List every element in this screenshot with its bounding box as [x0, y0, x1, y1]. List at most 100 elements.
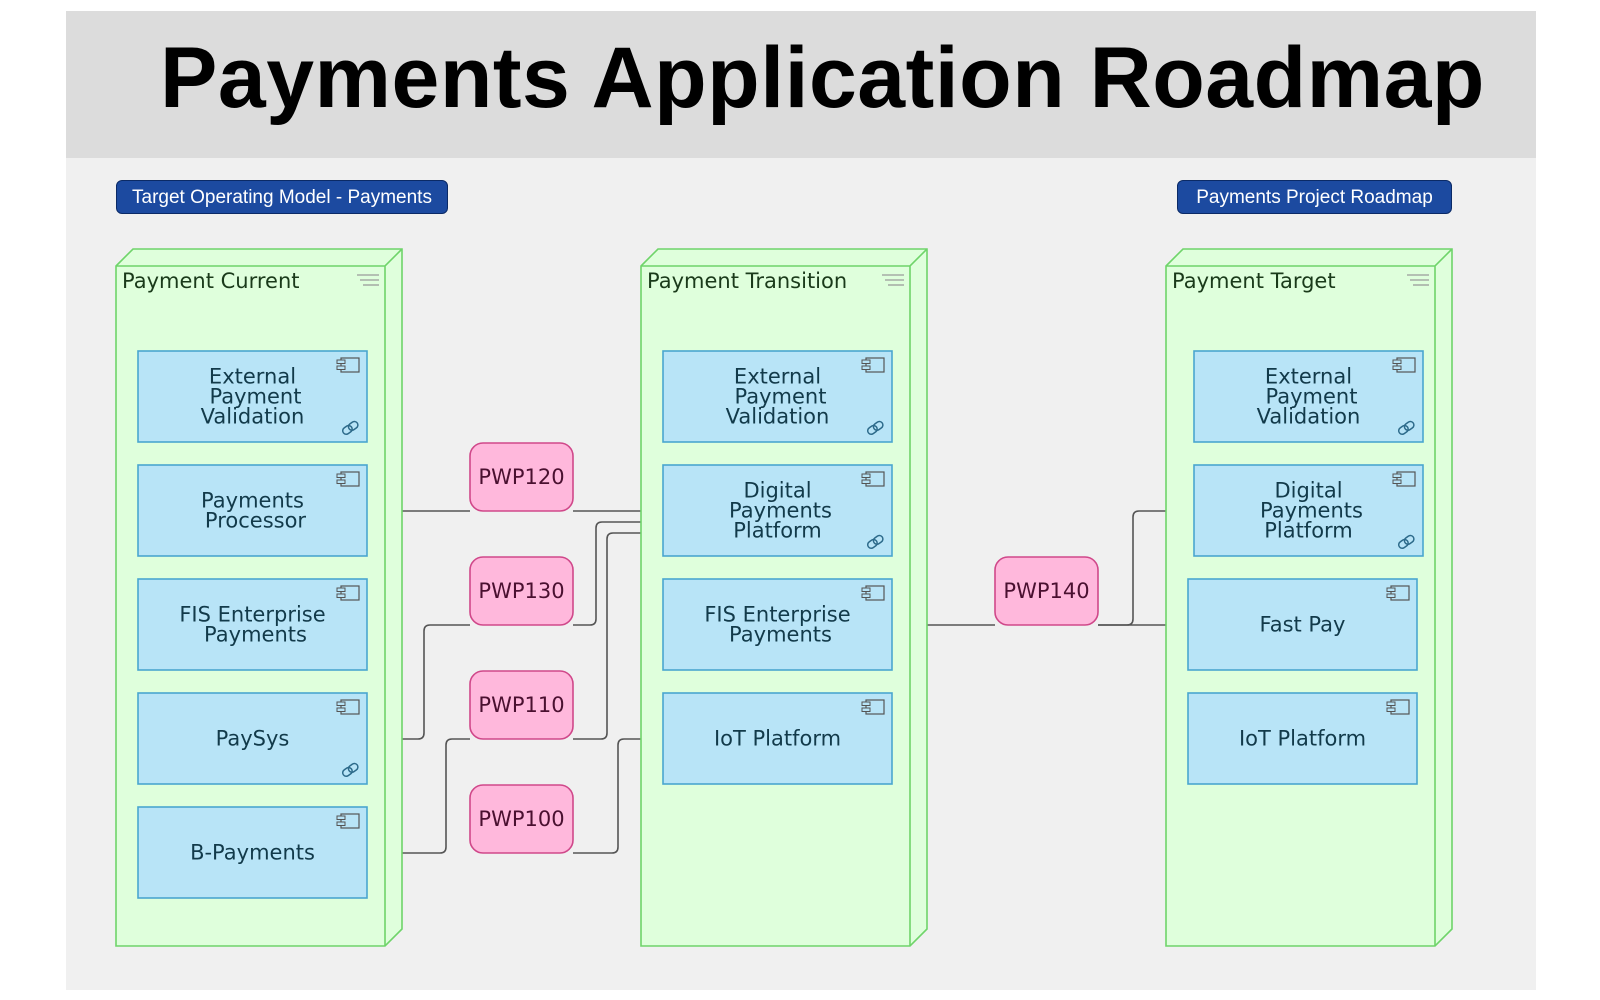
component-label: FIS Enterprise	[179, 603, 325, 627]
work-package-pwp120[interactable]: PWP120	[469, 442, 574, 512]
component-box[interactable]	[662, 578, 893, 671]
component-icon-tab	[861, 479, 871, 484]
component-label: IoT Platform	[714, 727, 841, 751]
component-box[interactable]	[1193, 464, 1424, 557]
link-icon[interactable]	[1397, 534, 1415, 549]
work-package-pwp140[interactable]: PWP140	[994, 556, 1099, 626]
link-icon-ring	[341, 424, 353, 435]
component-icon-body	[865, 357, 885, 373]
component-icon-body	[1390, 585, 1410, 601]
component-icon	[861, 357, 885, 373]
package-title: Payment Transition	[647, 269, 847, 293]
component-icon-body	[1396, 471, 1416, 487]
link-icon[interactable]	[866, 534, 884, 549]
component-icon-tab	[861, 593, 871, 598]
component-icon-body	[865, 699, 885, 715]
component-icon	[336, 585, 360, 601]
component-icon-tab	[336, 815, 346, 820]
component-icon-tab	[1386, 593, 1396, 598]
component-label: Payments	[1260, 499, 1363, 523]
component-label: Payments	[729, 623, 832, 647]
component-icon-tab	[1386, 707, 1396, 712]
work-package-box[interactable]	[469, 442, 574, 512]
component-label: Fast Pay	[1260, 613, 1346, 637]
connector-line	[367, 624, 470, 740]
component-box[interactable]	[137, 692, 368, 785]
work-package-pwp110[interactable]: PWP110	[469, 670, 574, 740]
component-iot-platform[interactable]: IoT Platform	[662, 692, 893, 785]
component-box[interactable]	[137, 578, 368, 671]
work-package-box[interactable]	[994, 556, 1099, 626]
component-icon	[336, 813, 360, 829]
component-icon-body	[1396, 357, 1416, 373]
connector-line	[367, 738, 470, 854]
menu-icon[interactable]	[357, 274, 379, 286]
component-icon-tab	[1392, 359, 1402, 364]
payments-project-roadmap-link[interactable]: Payments Project Roadmap	[1177, 180, 1452, 214]
component-icon-tab	[861, 473, 871, 478]
component-box[interactable]	[1193, 350, 1424, 443]
component-icon-tab	[336, 473, 346, 478]
package-node-edge	[641, 248, 928, 946]
page-title: Payments Application Roadmap	[160, 30, 1485, 126]
link-icon[interactable]	[1397, 420, 1415, 435]
component-icon-tab	[336, 359, 346, 364]
link-icon-ring	[347, 762, 359, 773]
component-icon-tab	[336, 479, 346, 484]
component-iot-platform[interactable]: IoT Platform	[1187, 692, 1418, 785]
component-box[interactable]	[137, 350, 368, 443]
work-package-box[interactable]	[469, 784, 574, 854]
component-label: FIS Enterprise	[704, 603, 850, 627]
work-package-label: PWP120	[478, 465, 564, 489]
work-package-label: PWP130	[478, 579, 564, 603]
component-box[interactable]	[1187, 692, 1418, 785]
component-label: Payment	[210, 385, 302, 409]
work-package-label: PWP100	[478, 807, 564, 831]
package-title: Payment Target	[1172, 269, 1336, 293]
component-icon	[1386, 699, 1410, 715]
component-box[interactable]	[662, 464, 893, 557]
component-icon-tab	[336, 707, 346, 712]
component-box[interactable]	[137, 806, 368, 899]
component-box[interactable]	[137, 464, 368, 557]
component-box[interactable]	[662, 350, 893, 443]
component-icon	[861, 585, 885, 601]
component-paysys[interactable]: PaySys	[137, 692, 368, 785]
work-package-label: PWP110	[478, 693, 564, 717]
component-icon	[861, 699, 885, 715]
menu-icon[interactable]	[882, 274, 904, 286]
link-icon-ring	[866, 424, 878, 435]
connector-line	[573, 738, 663, 854]
component-box[interactable]	[662, 692, 893, 785]
component-fast-pay[interactable]: Fast Pay	[1187, 578, 1418, 671]
component-icon-body	[865, 471, 885, 487]
component-b-payments[interactable]: B-Payments	[137, 806, 368, 899]
component-label: PaySys	[216, 727, 290, 751]
link-icon[interactable]	[341, 420, 359, 435]
component-label: External	[209, 365, 296, 389]
component-icon-body	[865, 585, 885, 601]
work-package-pwp130[interactable]: PWP130	[469, 556, 574, 626]
work-package-box[interactable]	[469, 670, 574, 740]
link-icon-ring	[1403, 534, 1415, 545]
link-icon-ring	[1397, 538, 1409, 549]
connector-line	[573, 532, 663, 740]
work-package-box[interactable]	[469, 556, 574, 626]
component-box[interactable]	[1187, 578, 1418, 671]
link-icon[interactable]	[866, 420, 884, 435]
work-package-pwp100[interactable]: PWP100	[469, 784, 574, 854]
link-icon[interactable]	[341, 762, 359, 777]
component-label: Validation	[726, 405, 830, 429]
component-icon	[1392, 357, 1416, 373]
diagram-canvas: Payments Application Roadmap Target Oper…	[66, 11, 1536, 990]
target-operating-model-link[interactable]: Target Operating Model - Payments	[116, 180, 448, 214]
menu-icon[interactable]	[1407, 274, 1429, 286]
